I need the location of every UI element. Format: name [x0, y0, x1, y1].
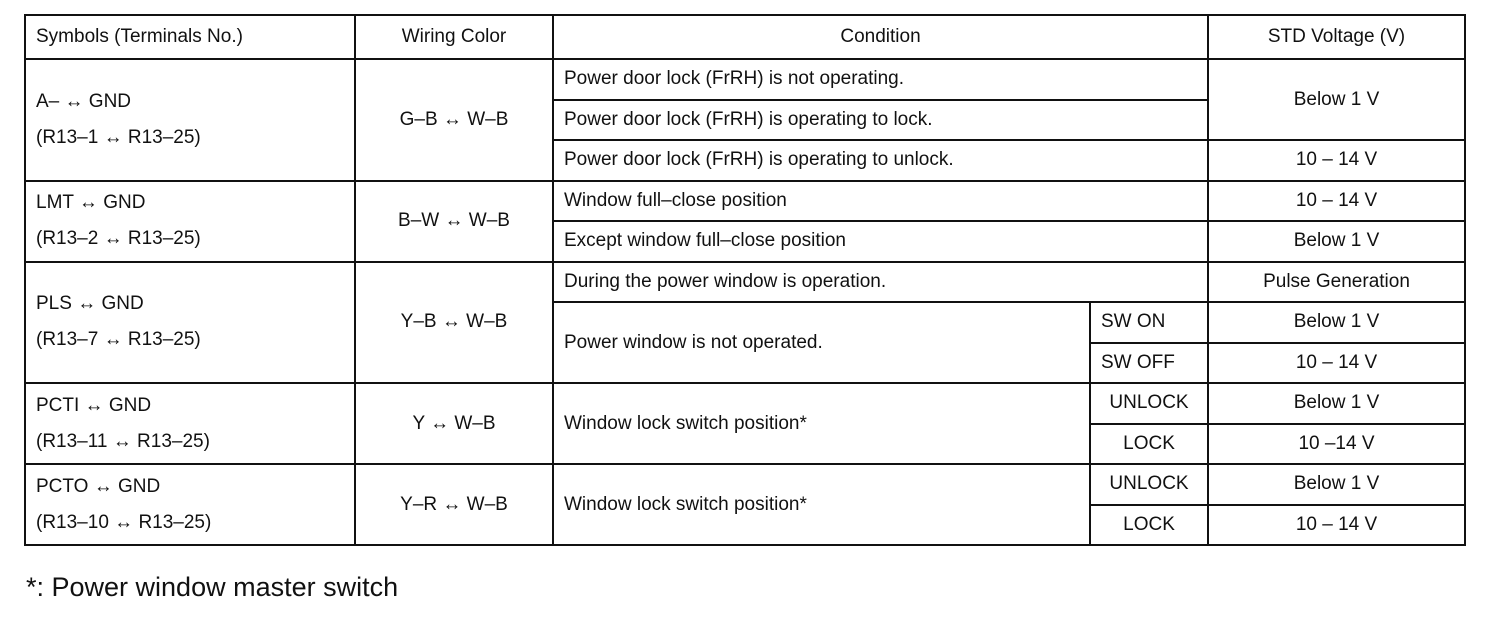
- sub-condition-cell: LOCK: [1089, 422, 1209, 465]
- table-row: LOCK 10 –14 V: [25, 422, 1466, 465]
- voltage-cell: 10 – 14 V: [1207, 139, 1466, 182]
- terminal-numbers: (R13–7 ↔ R13–25): [36, 329, 201, 351]
- header-wiring-color: Wiring Color: [354, 14, 554, 60]
- table-row: Power window is not operated. SW ON Belo…: [25, 301, 1466, 384]
- wiring-color-cell: Y–B ↔ W–B: [354, 260, 554, 384]
- table-row: SW OFF 10 – 14 V: [25, 341, 1466, 384]
- symbol-cell: PCTI ↔ GND (R13–11 ↔ R13–25): [24, 382, 356, 465]
- voltage-cell: Below 1 V: [1207, 58, 1466, 141]
- header-std-voltage: STD Voltage (V): [1207, 14, 1466, 60]
- voltage-cell: 10 – 14 V: [1207, 341, 1466, 384]
- wiring-color-cell: Y ↔ W–B: [354, 382, 554, 465]
- voltage-cell: Below 1 V: [1207, 301, 1466, 344]
- symbol-name: PCTO ↔ GND: [36, 475, 161, 497]
- symbol-name: LMT ↔ GND: [36, 192, 146, 213]
- condition-cell: Window lock switch position*: [552, 463, 1091, 546]
- voltage-cell: 10 – 14 V: [1207, 503, 1466, 546]
- terminal-numbers: (R13–10 ↔ R13–25): [36, 511, 212, 533]
- wiring-color-cell: G–B ↔ W–B: [354, 58, 554, 182]
- symbol-cell: PCTO ↔ GND (R13–10 ↔ R13–25): [24, 463, 356, 546]
- symbol-cell: A– ↔ GND (R13–1 ↔ R13–25): [24, 58, 356, 182]
- wiring-color-cell: B–W ↔ W–B: [354, 179, 554, 263]
- voltage-cell: 10 –14 V: [1207, 422, 1466, 465]
- footnote: *: Power window master switch: [26, 572, 399, 602]
- sub-condition-cell: UNLOCK: [1089, 463, 1209, 506]
- condition-cell: Power door lock (FrRH) is operating to u…: [552, 139, 1209, 182]
- voltage-cell: Below 1 V: [1207, 463, 1466, 506]
- symbol-cell: LMT ↔ GND (R13–2 ↔ R13–25): [24, 179, 356, 263]
- terminal-numbers: (R13–1 ↔ R13–25): [36, 126, 201, 148]
- terminal-numbers: (R13–2 ↔ R13–25): [36, 228, 201, 249]
- condition-cell: Window lock switch position*: [552, 382, 1091, 465]
- symbol-name: PCTI ↔ GND: [36, 394, 152, 416]
- table-row: Except window full–close position Below …: [25, 220, 1466, 263]
- table-row: A– ↔ GND (R13–1 ↔ R13–25) G–B ↔ W–B Powe…: [24, 58, 1466, 182]
- condition-cell: During the power window is operation.: [552, 260, 1209, 303]
- terminal-numbers: (R13–11 ↔ R13–25): [36, 430, 210, 452]
- table-row: Power door lock (FrRH) is operating to l…: [25, 98, 1465, 141]
- header-condition: Condition: [552, 14, 1209, 60]
- table-row: Power door lock (FrRH) is operating to u…: [25, 139, 1466, 182]
- condition-cell: Power window is not operated.: [552, 301, 1091, 384]
- symbol-cell: PLS ↔ GND (R13–7 ↔ R13–25): [24, 260, 356, 384]
- sub-condition-cell: SW ON: [1089, 301, 1209, 344]
- terminal-voltage-table: Symbols (Terminals No.) Wiring Color Con…: [24, 14, 1466, 546]
- voltage-cell: 10 – 14 V: [1207, 179, 1466, 222]
- table-row: PLS ↔ GND (R13–7 ↔ R13–25) Y–B ↔ W–B Dur…: [24, 260, 1466, 384]
- symbol-name: A– ↔ GND: [36, 90, 132, 112]
- table-row: PCTO ↔ GND (R13–10 ↔ R13–25) Y–R ↔ W–B W…: [24, 463, 1466, 546]
- condition-cell: Except window full–close position: [552, 220, 1209, 263]
- condition-cell: Window full–close position: [552, 179, 1209, 222]
- header-symbols: Symbols (Terminals No.): [24, 14, 356, 60]
- voltage-cell: Below 1 V: [1207, 382, 1466, 425]
- sub-condition-cell: SW OFF: [1089, 341, 1209, 384]
- table-row: LOCK 10 – 14 V: [25, 503, 1466, 546]
- sub-condition-cell: LOCK: [1089, 503, 1209, 546]
- table-header-row: Symbols (Terminals No.) Wiring Color Con…: [24, 14, 1466, 60]
- condition-cell: Power door lock (FrRH) is operating to l…: [552, 98, 1209, 141]
- wiring-color-cell: Y–R ↔ W–B: [354, 463, 554, 546]
- table-row: LMT ↔ GND (R13–2 ↔ R13–25) B–W ↔ W–B Win…: [24, 179, 1466, 263]
- voltage-cell: Pulse Generation: [1207, 260, 1466, 303]
- table-row: PCTI ↔ GND (R13–11 ↔ R13–25) Y ↔ W–B Win…: [24, 382, 1466, 465]
- symbol-name: PLS ↔ GND: [36, 293, 144, 315]
- spec-sheet: Symbols (Terminals No.) Wiring Color Con…: [24, 14, 1466, 546]
- sub-condition-cell: UNLOCK: [1089, 382, 1209, 425]
- condition-cell: Power door lock (FrRH) is not operating.: [552, 58, 1209, 101]
- voltage-cell: Below 1 V: [1207, 220, 1466, 263]
